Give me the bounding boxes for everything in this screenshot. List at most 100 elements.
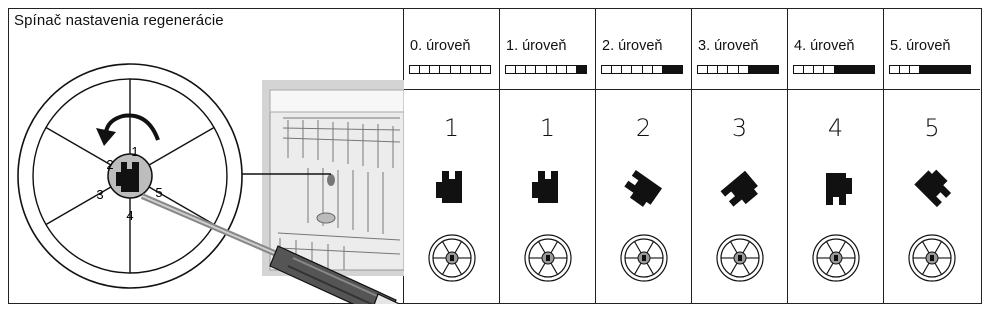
level-label: 3. úroveň: [698, 38, 759, 54]
level-label: 2. úroveň: [602, 38, 663, 54]
hardness-bar-segment: [526, 66, 537, 73]
rotation-arrow-icon: [96, 113, 160, 146]
mini-dial-icon: [620, 234, 668, 282]
hardness-bar-segment: [662, 66, 673, 73]
regeneration-switch-panel: Spínač nastavenia regenerácie: [8, 8, 404, 304]
hardness-bar-segment: [864, 66, 874, 73]
hardness-bar-segment: [450, 66, 461, 73]
switch-diagram: 1 2 3 4 5: [17, 63, 404, 304]
hardness-bar-segment: [824, 66, 835, 73]
hardness-bar-segment: [516, 66, 527, 73]
hardness-bar-segment: [556, 66, 567, 73]
knob-position-icon: [720, 170, 758, 207]
level-setting-number: 4: [827, 114, 844, 142]
hardness-bar: [697, 65, 779, 74]
hardness-bar-segment: [622, 66, 633, 73]
knob-position-icon: [436, 171, 462, 203]
dial-number-1: 1: [131, 144, 138, 159]
hardness-bar-segment: [814, 66, 825, 73]
level-column-1: 1. úroveň 1: [500, 8, 596, 304]
hardness-bar: [793, 65, 875, 74]
hardness-bar-segment: [854, 66, 865, 73]
hardness-bar: [505, 65, 587, 74]
hardness-bar-segment: [900, 66, 911, 73]
level-column-4: 4. úroveň 4: [788, 8, 884, 304]
dial-number-2: 2: [106, 157, 113, 172]
knob-position-icon: [914, 169, 952, 208]
knob-position-icon: [826, 173, 852, 205]
hardness-bar-segment: [652, 66, 663, 73]
hardness-bar-segment: [844, 66, 855, 73]
dial-number-4: 4: [126, 208, 133, 223]
hardness-bar-segment: [612, 66, 623, 73]
level-header: 2. úroveň: [596, 8, 691, 90]
hardness-bar-segment: [920, 66, 931, 73]
hardness-bar-segment: [940, 66, 951, 73]
panel-title: Spínač nastavenia regenerácie: [14, 12, 224, 29]
hardness-bar-segment: [708, 66, 719, 73]
mini-dial-icon: [908, 234, 956, 282]
hardness-bar-segment: [890, 66, 901, 73]
level-label: 5. úroveň: [890, 38, 951, 54]
mini-dial-icon: [428, 234, 476, 282]
level-header: 1. úroveň: [500, 8, 595, 90]
hardness-bar-segment: [950, 66, 961, 73]
hardness-bar-segment: [602, 66, 613, 73]
hardness-bar-segment: [410, 66, 421, 73]
hardness-bar-segment: [794, 66, 805, 73]
hardness-bar-segment: [632, 66, 643, 73]
hardness-bar-segment: [440, 66, 451, 73]
level-header: 3. úroveň: [692, 8, 787, 90]
hardness-bar-segment: [506, 66, 517, 73]
hardness-bar-segment: [642, 66, 653, 73]
hardness-bar-segment: [430, 66, 441, 73]
level-setting-number: 1: [443, 114, 460, 142]
hardness-bar-segment: [698, 66, 709, 73]
level-setting-number: 1: [539, 114, 556, 142]
dishwasher-illustration: [262, 80, 404, 276]
hardness-bar-segment: [536, 66, 547, 73]
level-header: 4. úroveň: [788, 8, 883, 90]
dial-spoke: [148, 126, 215, 166]
hardness-bar-segment: [576, 66, 586, 73]
hardness-bar: [409, 65, 491, 74]
dial-spoke: [45, 186, 112, 226]
hardness-bar: [889, 65, 971, 74]
level-column-0: 0. úroveň 1: [404, 8, 500, 304]
hardness-bar-segment: [718, 66, 729, 73]
level-setting-number: 3: [731, 114, 748, 142]
level-column-2: 2. úroveň 2: [596, 8, 692, 304]
level-label: 0. úroveň: [410, 38, 471, 54]
hardness-bar-segment: [460, 66, 471, 73]
level-column-5: 5. úroveň 5: [884, 8, 980, 304]
mini-dial-icon: [524, 234, 572, 282]
level-label: 4. úroveň: [794, 38, 855, 54]
dial-number-3: 3: [96, 187, 103, 202]
dial-knob-icon: [116, 162, 139, 192]
hardness-bar-segment: [728, 66, 739, 73]
level-setting-number: 5: [924, 114, 940, 142]
hardness-bar: [601, 65, 683, 74]
hardness-bar-segment: [804, 66, 815, 73]
level-column-3: 3. úroveň 3: [692, 8, 788, 304]
hardness-bar-segment: [566, 66, 577, 73]
dial-spoke: [45, 126, 112, 166]
hardness-bar-segment: [420, 66, 431, 73]
hardness-bar-segment: [748, 66, 759, 73]
hardness-bar-segment: [834, 66, 845, 73]
hardness-bar-segment: [910, 66, 921, 73]
hardness-bar-segment: [930, 66, 941, 73]
mini-dial-icon: [812, 234, 860, 282]
level-label: 1. úroveň: [506, 38, 567, 54]
dial-spoke: [148, 186, 215, 226]
hardness-bar-segment: [546, 66, 557, 73]
level-setting-number: 2: [635, 114, 652, 142]
hardness-bar-segment: [738, 66, 749, 73]
dial-number-5: 5: [155, 185, 162, 200]
knob-position-icon: [624, 170, 663, 207]
mini-dial-icon: [716, 234, 764, 282]
hardness-bar-segment: [758, 66, 769, 73]
hardness-bar-segment: [470, 66, 481, 73]
hardness-bar-segment: [768, 66, 778, 73]
